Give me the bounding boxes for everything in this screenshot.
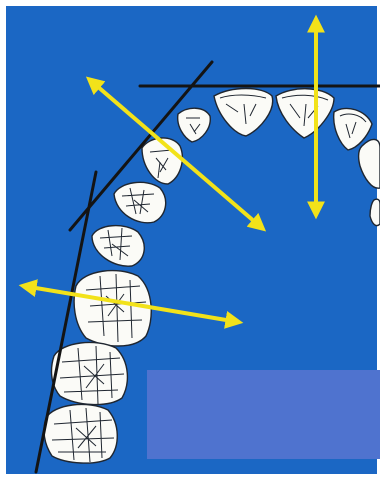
- tooth-molar-right-first: [74, 271, 151, 346]
- tooth-molar-right-third: [44, 404, 117, 463]
- tooth-premolar-left: [370, 199, 380, 225]
- tooth-molar-right-second: [52, 342, 128, 404]
- panel: [147, 370, 380, 459]
